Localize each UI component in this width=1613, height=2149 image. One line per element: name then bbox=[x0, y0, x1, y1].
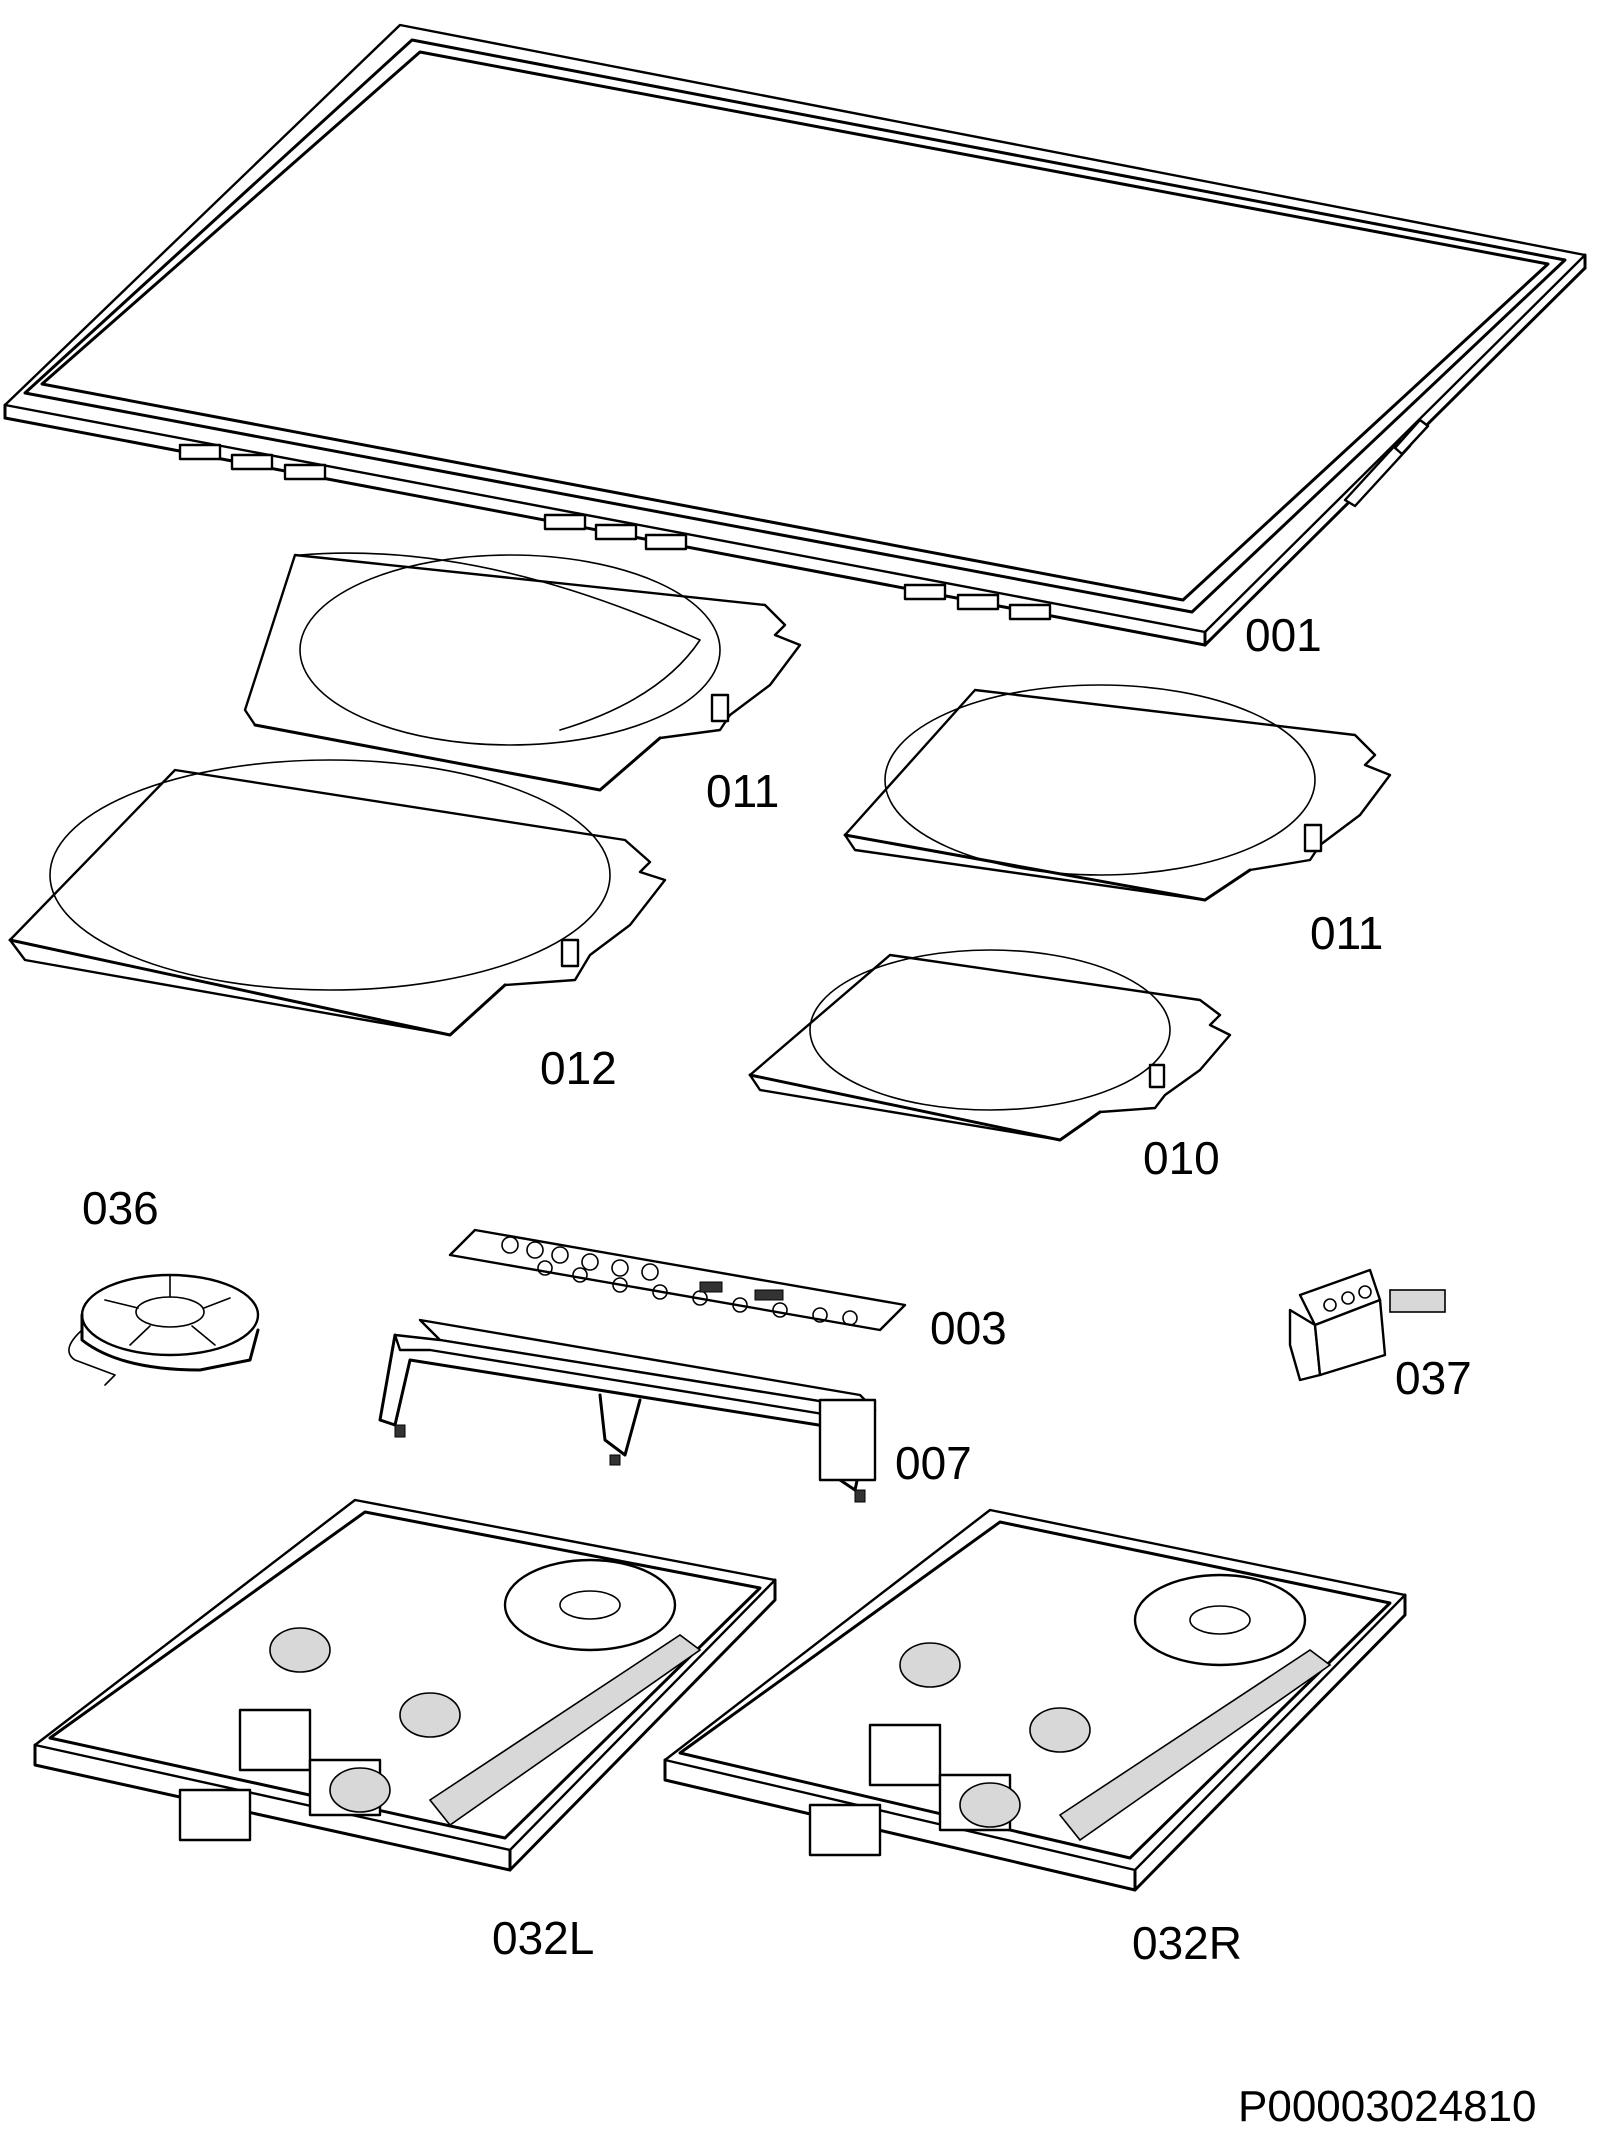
label-003: 003 bbox=[930, 1302, 1007, 1354]
drawing-number: P00003024810 bbox=[1238, 2082, 1537, 2131]
part-037-terminal-block[interactable] bbox=[1288, 1268, 1446, 1382]
label-032R: 032R bbox=[1132, 1917, 1242, 1969]
label-010: 010 bbox=[1143, 1132, 1220, 1184]
part-032R-power-board-right[interactable] bbox=[663, 1508, 1407, 1892]
part-010-induction-coil-small[interactable] bbox=[748, 949, 1232, 1142]
label-012: 012 bbox=[540, 1042, 617, 1094]
label-032L: 032L bbox=[492, 1912, 595, 1964]
label-007: 007 bbox=[895, 1437, 972, 1489]
part-012-induction-coil-large[interactable] bbox=[8, 759, 667, 1037]
part-001-glass-top[interactable] bbox=[3, 23, 1587, 647]
label-036: 036 bbox=[82, 1182, 159, 1234]
label-037: 037 bbox=[1395, 1352, 1472, 1404]
part-036-cooling-fan[interactable] bbox=[68, 1273, 260, 1386]
part-003-control-board[interactable] bbox=[448, 1228, 907, 1332]
part-007-board-bracket[interactable] bbox=[378, 1318, 877, 1503]
part-032L-power-board-left[interactable] bbox=[33, 1498, 777, 1872]
part-011-induction-coil-left[interactable] bbox=[243, 552, 802, 792]
label-011-upper: 011 bbox=[706, 765, 780, 817]
part-011-induction-coil-right[interactable] bbox=[843, 684, 1392, 902]
label-001: 001 bbox=[1245, 609, 1322, 661]
label-011-right: 011 bbox=[1310, 907, 1384, 959]
